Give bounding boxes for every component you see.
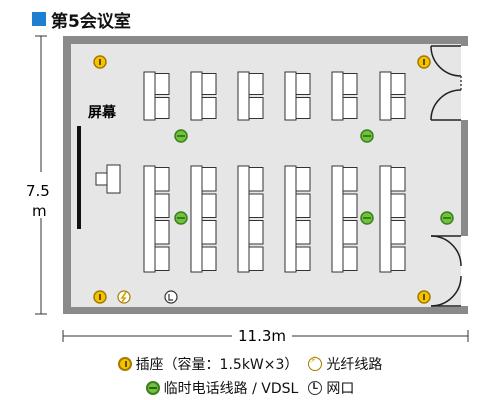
outlet-icon — [417, 55, 431, 69]
desk-unit — [331, 165, 358, 273]
outlet-icon — [93, 290, 107, 304]
chair — [295, 246, 311, 271]
height-value: 7.5 — [26, 182, 50, 200]
chair — [154, 73, 170, 95]
chair — [154, 167, 170, 192]
chair — [248, 220, 264, 245]
desk — [284, 71, 297, 121]
chair — [390, 220, 406, 245]
legend-lan: 网口 — [326, 381, 355, 397]
chair — [342, 193, 358, 218]
door-opening-bottom — [461, 236, 468, 306]
desk-unit — [284, 71, 311, 121]
desk-unit — [237, 165, 264, 273]
desk-unit — [284, 165, 311, 273]
chair — [295, 167, 311, 192]
door-opening-top — [461, 46, 468, 120]
width-label: 11.3m — [238, 327, 286, 345]
legend-row-2: 临时电话线路 / VDSL 网口 — [0, 378, 500, 398]
legend-outlet: 插座（容量：1.5kW×3） — [135, 357, 299, 373]
height-dimension — [35, 35, 47, 315]
chair — [248, 73, 264, 95]
phone-line-icon — [360, 129, 374, 143]
chair — [248, 97, 264, 119]
room-title-text: 第5会议室 — [51, 11, 131, 32]
desk — [237, 71, 250, 121]
legend-phone: 临时电话线路 / VDSL — [163, 381, 299, 397]
chair — [201, 167, 217, 192]
desk — [284, 165, 297, 273]
chair — [342, 246, 358, 271]
chair — [295, 97, 311, 119]
chair — [390, 193, 406, 218]
lan-port-icon — [164, 290, 178, 304]
phone-line-icon — [440, 211, 454, 225]
door-top[interactable] — [430, 45, 462, 121]
chair — [154, 193, 170, 218]
desk-unit — [331, 71, 358, 121]
phone-line-icon — [174, 129, 188, 143]
chair — [390, 97, 406, 119]
legend-fiber: 光纤线路 — [326, 357, 383, 373]
desk-unit — [379, 71, 406, 121]
title-marker — [32, 12, 46, 26]
lan-port-icon — [308, 381, 323, 395]
desk-unit — [190, 165, 217, 273]
chair — [390, 246, 406, 271]
chair — [342, 167, 358, 192]
chair — [201, 246, 217, 271]
fiber-line-icon — [117, 290, 131, 304]
desk-unit — [379, 165, 406, 273]
chair — [342, 73, 358, 95]
desk — [190, 71, 203, 121]
desk — [331, 71, 344, 121]
height-unit: m — [32, 202, 47, 220]
phone-line-icon — [145, 381, 160, 395]
chair — [154, 246, 170, 271]
chair — [154, 97, 170, 119]
chair — [390, 167, 406, 192]
desk — [143, 165, 156, 273]
chair — [342, 97, 358, 119]
chair — [248, 193, 264, 218]
phone-line-icon — [174, 211, 188, 225]
desk-unit — [190, 71, 217, 121]
desk-unit — [143, 165, 170, 273]
door-bottom[interactable] — [430, 235, 462, 307]
desk-layout — [143, 71, 406, 273]
outlet-icon — [417, 290, 431, 304]
chair — [248, 246, 264, 271]
width-dimension — [62, 330, 469, 342]
desk — [379, 71, 392, 121]
chair — [201, 193, 217, 218]
desk — [331, 165, 344, 273]
chair — [295, 220, 311, 245]
legend-row-1: 插座（容量：1.5kW×3） 光纤线路 — [0, 354, 500, 374]
outlet-icon — [117, 357, 132, 371]
chair — [154, 220, 170, 245]
desk-unit — [143, 71, 170, 121]
chair — [342, 220, 358, 245]
chair — [295, 73, 311, 95]
projection-screen — [77, 126, 81, 229]
desk — [237, 165, 250, 273]
outlet-icon — [93, 55, 107, 69]
chair — [390, 73, 406, 95]
phone-line-icon — [360, 211, 374, 225]
desk — [190, 165, 203, 273]
desk-unit — [237, 71, 264, 121]
chair — [295, 193, 311, 218]
chair — [201, 73, 217, 95]
fiber-line-icon — [308, 355, 323, 371]
lectern — [95, 164, 121, 194]
chair — [201, 220, 217, 245]
desk — [143, 71, 156, 121]
fixtures — [93, 55, 454, 304]
room-title: 第5会议室 — [32, 8, 131, 32]
chair — [201, 97, 217, 119]
screen-label: 屏幕 — [88, 104, 117, 121]
chair — [248, 167, 264, 192]
desk — [379, 165, 392, 273]
